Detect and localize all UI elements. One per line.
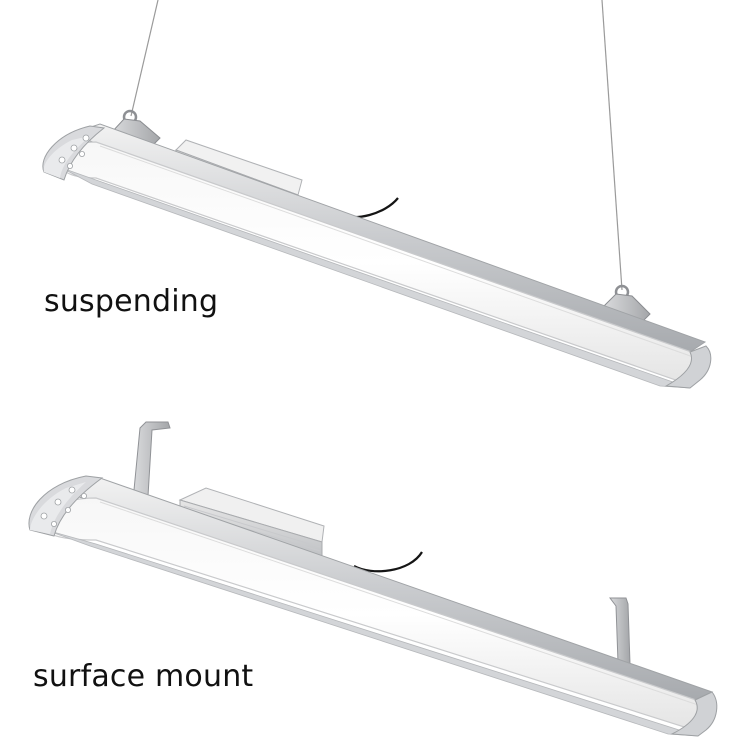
suspension-wire-left — [130, 0, 159, 117]
housing-bottom — [61, 167, 691, 389]
end-cap-right — [664, 345, 712, 389]
end-cap-left — [42, 125, 106, 181]
end-cap-right-lower — [670, 691, 718, 737]
surface-mount-fixture — [28, 421, 718, 737]
housing-bottom-lower — [45, 529, 699, 737]
diffuser-lower — [44, 497, 713, 733]
mounting-bracket-right — [609, 597, 631, 665]
mounting-bracket-left — [133, 421, 171, 497]
caption-surface-mount: surface mount — [33, 659, 254, 694]
suspension-wire-right — [601, 0, 623, 291]
caption-suspending: suspending — [44, 284, 219, 319]
diffuser — [60, 141, 705, 386]
power-cable-lower — [353, 551, 423, 573]
end-cap-left-lower — [28, 475, 104, 537]
suspended-fixture — [42, 0, 712, 389]
